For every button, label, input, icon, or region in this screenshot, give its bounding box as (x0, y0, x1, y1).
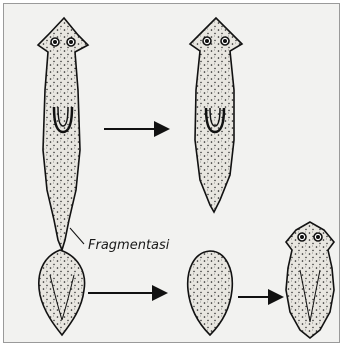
planaria-whole (38, 18, 88, 250)
label-leader-line (70, 228, 84, 244)
head-fragment-regenerated (190, 18, 242, 212)
tail-fragment-middle (188, 251, 233, 335)
tail-fragment-left (39, 250, 85, 335)
fragmentation-label: Fragmentasi (88, 238, 169, 253)
new-planaria-regenerated (286, 222, 334, 338)
